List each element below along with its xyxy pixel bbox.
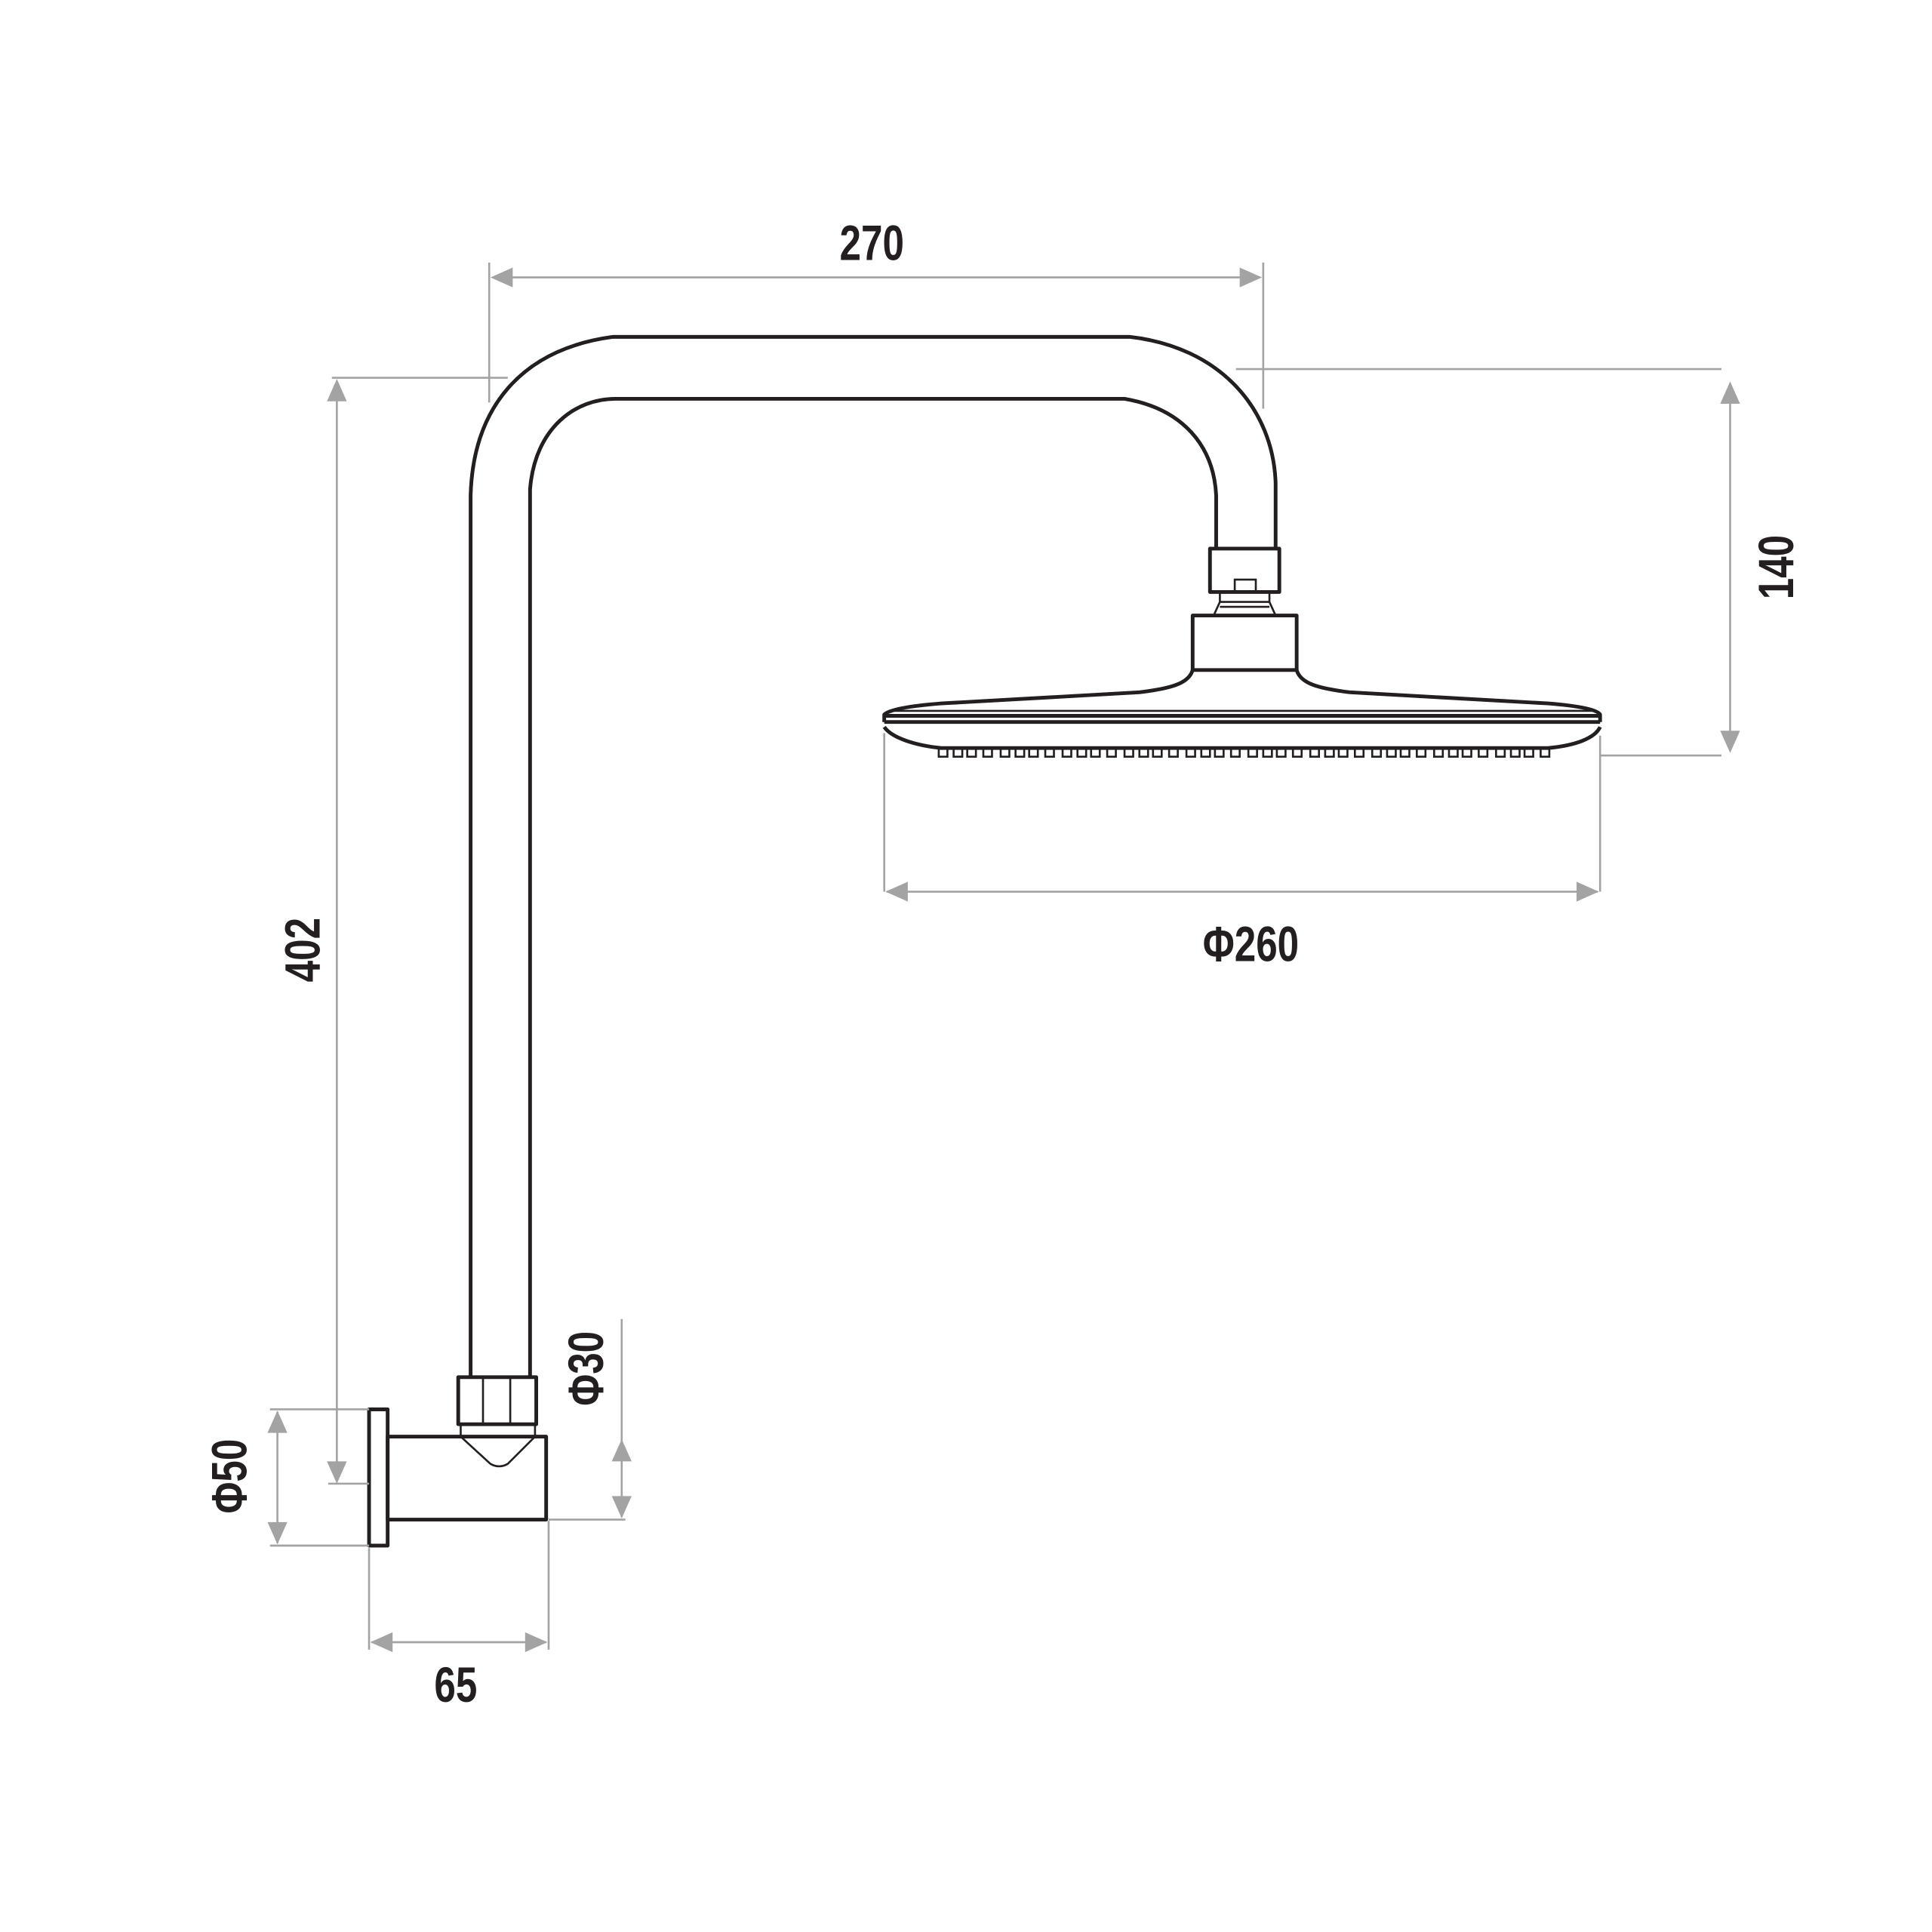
dim-260-label: Φ260 bbox=[1203, 917, 1299, 971]
dim-30-label: Φ30 bbox=[559, 1331, 614, 1406]
dim-140-label: 140 bbox=[1749, 535, 1804, 599]
connector-notch bbox=[1233, 578, 1257, 593]
nozzle bbox=[1386, 746, 1397, 758]
nozzle bbox=[1399, 746, 1411, 758]
nozzle bbox=[1262, 746, 1273, 758]
nozzle bbox=[1324, 746, 1335, 758]
head-rim-band bbox=[884, 714, 1601, 724]
dim-270-line bbox=[488, 262, 1265, 409]
nozzle bbox=[1478, 746, 1489, 758]
dim-30-line bbox=[548, 1318, 626, 1521]
nozzle bbox=[1028, 746, 1039, 758]
wall-elbow bbox=[367, 1375, 549, 1548]
elbow-body bbox=[386, 1435, 549, 1521]
nozzle bbox=[1523, 746, 1534, 758]
dim-50-label: Φ50 bbox=[203, 1439, 257, 1514]
dim-260-line bbox=[883, 733, 1601, 893]
dimension-lines: 270 402 140 Φ260 Φ30 Φ50 65 bbox=[203, 217, 1804, 1713]
nut-details bbox=[460, 1377, 537, 1468]
ball-joint bbox=[1213, 592, 1277, 617]
nozzle bbox=[1044, 746, 1055, 758]
nozzle bbox=[1061, 746, 1072, 758]
nozzle bbox=[1123, 746, 1134, 758]
nozzle bbox=[966, 746, 977, 758]
nozzle bbox=[1168, 746, 1179, 758]
nozzle bbox=[1090, 746, 1101, 758]
nozzle bbox=[1309, 746, 1321, 758]
pipe-nut bbox=[456, 1375, 539, 1426]
nozzle bbox=[1461, 746, 1472, 758]
nozzle bbox=[1291, 746, 1303, 758]
arm-outer-outline bbox=[469, 334, 1278, 1377]
dim-30-arrows bbox=[611, 1438, 632, 1518]
dim-270-label: 270 bbox=[840, 217, 904, 271]
nozzle bbox=[1432, 746, 1444, 758]
nozzle bbox=[982, 746, 993, 758]
nozzle bbox=[937, 746, 949, 758]
nozzle bbox=[1416, 746, 1427, 758]
dim-402-label: 402 bbox=[275, 918, 330, 982]
wall-flange bbox=[367, 1407, 390, 1548]
nozzle bbox=[1447, 746, 1459, 758]
nozzle bbox=[1509, 746, 1521, 758]
dim-65-label: 65 bbox=[434, 1658, 477, 1712]
nozzle bbox=[1337, 746, 1349, 758]
nozzle bbox=[1247, 746, 1258, 758]
nozzle bbox=[1275, 746, 1287, 758]
shower-head bbox=[882, 546, 1602, 758]
nozzle bbox=[1540, 746, 1551, 758]
swivel-connector bbox=[1208, 546, 1281, 594]
nozzle bbox=[1014, 746, 1026, 758]
head-bottom-profile bbox=[882, 725, 1602, 750]
dim-140-line bbox=[1235, 368, 1731, 757]
shower-arm bbox=[469, 334, 1278, 1377]
nozzle bbox=[1200, 746, 1211, 758]
nozzle bbox=[1185, 746, 1196, 758]
nozzle bbox=[1214, 746, 1225, 758]
nozzle bbox=[1106, 746, 1117, 758]
nozzle bbox=[1152, 746, 1163, 758]
nozzle bbox=[1138, 746, 1149, 758]
nozzle bbox=[1353, 746, 1365, 758]
head-hub bbox=[1190, 614, 1299, 672]
nozzle bbox=[1229, 746, 1241, 758]
dim-402-line bbox=[328, 377, 508, 1485]
nozzle bbox=[1076, 746, 1088, 758]
dim-50-line bbox=[269, 1408, 370, 1547]
dim-65-line bbox=[368, 1521, 550, 1650]
nozzle bbox=[1495, 746, 1506, 758]
nozzle bbox=[1371, 746, 1383, 758]
nozzle bbox=[952, 746, 964, 758]
nozzle bbox=[999, 746, 1011, 758]
arm-inner-outline bbox=[528, 396, 1218, 1377]
spray-nozzles bbox=[937, 746, 1551, 758]
